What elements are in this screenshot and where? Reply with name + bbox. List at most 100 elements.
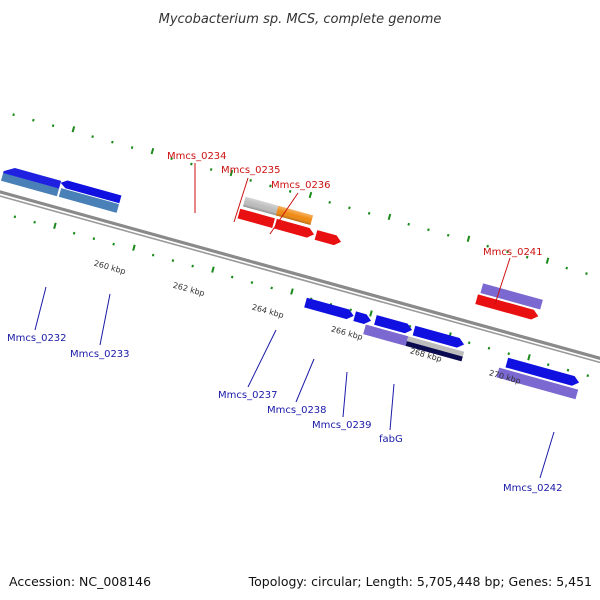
major-tick — [308, 191, 313, 199]
minor-tick — [209, 168, 213, 171]
gene-Mmcs_0238[interactable] — [353, 311, 372, 325]
label-Mmcs_0232[interactable]: Mmcs_0232 — [7, 333, 67, 344]
gene-arrow-upper[interactable] — [3, 165, 62, 189]
label-Mmcs_0238[interactable]: Mmcs_0238 — [267, 405, 327, 416]
backbone-line-inner — [0, 167, 600, 394]
minor-tick — [91, 135, 94, 139]
gene-arrow[interactable] — [412, 325, 466, 350]
gene-arrow-3[interactable] — [314, 230, 343, 247]
minor-tick — [249, 179, 252, 182]
map-title: Mycobacterium sp. MCS, complete genome — [159, 12, 442, 27]
backbone-line-outer — [0, 163, 600, 391]
gene-arrow[interactable] — [480, 283, 543, 310]
major-tick — [229, 169, 234, 177]
callout-line — [389, 383, 395, 431]
gene-shade — [275, 205, 314, 226]
minor-tick — [191, 264, 194, 268]
outer-tick-row — [12, 113, 588, 276]
minor-tick — [190, 162, 193, 166]
major-tick — [387, 213, 392, 221]
minor-tick — [467, 341, 471, 345]
gene-arrow[interactable] — [304, 297, 355, 321]
major-tick — [211, 266, 215, 273]
minor-tick — [546, 363, 550, 367]
minor-tick — [446, 233, 450, 237]
gene-arrow[interactable] — [374, 315, 413, 335]
gene-arrow-lower-dark[interactable] — [405, 341, 463, 362]
gene-Mmcs_0234[interactable] — [242, 196, 279, 216]
gene-arrow-2[interactable] — [274, 218, 315, 239]
label-Mmcs_0237[interactable]: Mmcs_0237 — [218, 390, 278, 401]
label-fabG[interactable]: fabG — [379, 434, 403, 445]
callout-line — [34, 286, 47, 331]
minor-tick — [487, 346, 491, 350]
minor-tick — [427, 228, 430, 232]
minor-tick — [230, 275, 234, 279]
minor-tick — [566, 368, 570, 372]
label-Mmcs_0242[interactable]: Mmcs_0242 — [503, 483, 563, 494]
scale-label-262: 262 kbp — [172, 281, 206, 298]
gene-Mmcs_0242[interactable] — [496, 356, 581, 400]
callout-line — [99, 293, 111, 346]
minor-tick — [51, 124, 55, 128]
major-tick — [132, 244, 136, 251]
major-tick — [527, 354, 531, 361]
minor-tick — [328, 200, 331, 204]
minor-tick — [33, 220, 36, 224]
gene-Mmcs_0233[interactable] — [57, 179, 122, 213]
gene-Mmcs_0235[interactable] — [275, 205, 314, 226]
scale-label-260: 260 kbp — [93, 259, 127, 276]
gene-arrow-upper[interactable] — [60, 179, 122, 204]
minor-tick — [525, 255, 529, 259]
minor-tick — [506, 250, 509, 254]
gene-arrow[interactable] — [237, 208, 275, 228]
gene-arrow[interactable] — [58, 188, 120, 213]
gene-Mmcs_0232[interactable] — [0, 165, 62, 197]
minor-tick — [112, 242, 115, 246]
scale-label-264: 264 kbp — [251, 303, 285, 320]
label-Mmcs_0235[interactable]: Mmcs_0235 — [221, 165, 281, 176]
label-Mmcs_0241[interactable]: Mmcs_0241 — [483, 247, 543, 258]
gene-shade — [242, 196, 279, 216]
minor-tick — [32, 118, 35, 122]
minor-tick — [72, 231, 76, 235]
gene-arrow-lower[interactable] — [496, 367, 579, 400]
gene-arrow-lower[interactable] — [475, 294, 539, 321]
label-Mmcs_0233[interactable]: Mmcs_0233 — [70, 349, 130, 360]
gene-Mmcs_0237[interactable] — [304, 297, 355, 321]
gene-arrow[interactable] — [353, 311, 372, 325]
label-Mmcs_0236[interactable]: Mmcs_0236 — [271, 180, 331, 191]
minor-tick — [111, 140, 114, 144]
major-tick — [545, 257, 550, 264]
minor-tick — [12, 113, 15, 117]
gene-arrow[interactable] — [0, 172, 60, 197]
callout-line — [342, 371, 348, 418]
minor-tick — [250, 281, 254, 284]
gene-arrow[interactable] — [505, 357, 580, 388]
callout-line — [295, 358, 315, 403]
genome-track: 260 kbp 262 kbp 264 kbp 266 kbp 268 kbp … — [0, 113, 600, 400]
minor-tick — [92, 237, 96, 241]
gene-fabG[interactable] — [405, 325, 468, 362]
gene-Mmcs_0236[interactable] — [237, 208, 343, 247]
callout-line — [233, 177, 249, 223]
major-tick — [466, 235, 471, 242]
major-tick — [71, 126, 76, 133]
label-Mmcs_0234[interactable]: Mmcs_0234 — [167, 151, 227, 162]
label-Mmcs_0239[interactable]: Mmcs_0239 — [312, 420, 372, 431]
gene-callouts: Mmcs_0234 Mmcs_0235 Mmcs_0236 Mmcs_0241 … — [7, 151, 563, 494]
minor-tick — [486, 244, 489, 248]
minor-tick — [171, 259, 175, 263]
minor-tick — [170, 157, 173, 160]
minor-tick — [270, 286, 273, 290]
callout-line — [494, 257, 511, 305]
minor-tick — [288, 189, 292, 193]
gene-Mmcs_0239[interactable] — [363, 313, 413, 346]
minor-tick — [130, 146, 134, 150]
gene-arrow-lower[interactable] — [406, 336, 465, 357]
accession-text: Accession: NC_008146 — [9, 574, 151, 589]
gene-arrow-lower[interactable] — [363, 324, 409, 346]
gene-Mmcs_0241[interactable] — [475, 283, 543, 321]
callout-line — [539, 431, 555, 479]
